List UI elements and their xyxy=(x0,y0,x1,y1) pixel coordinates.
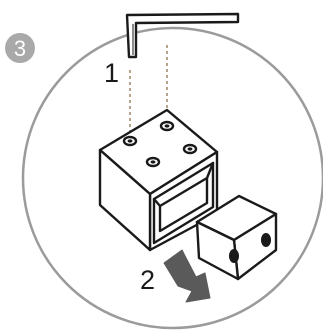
callout-tool: 1 xyxy=(104,58,119,88)
arrow-icon xyxy=(163,249,211,303)
guide-lines xyxy=(129,45,168,133)
hex-key-icon xyxy=(125,12,240,59)
screw xyxy=(122,135,138,147)
bracket-box-icon xyxy=(98,108,219,252)
screw xyxy=(145,156,161,168)
end-cap-icon xyxy=(195,194,278,281)
step-badge: 3 xyxy=(5,33,35,63)
screw xyxy=(182,143,198,155)
callout-removal: 2 xyxy=(140,265,155,295)
step-number: 3 xyxy=(14,36,26,61)
screw xyxy=(159,120,175,132)
step-badge-circle xyxy=(5,33,35,63)
